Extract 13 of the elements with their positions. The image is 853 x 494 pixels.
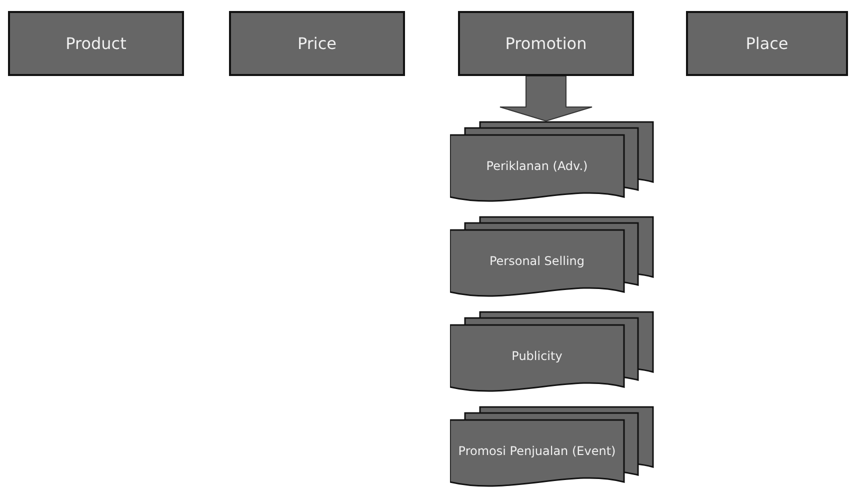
category-label: Product [66,32,126,54]
stack-label: Personal Selling [488,253,586,270]
category-box [229,11,405,76]
stack-label: Periklanan (Adv.) [485,158,589,175]
category-box [686,11,848,76]
block-arrow [500,76,592,122]
category-box [458,11,634,76]
stack-label: Publicity [510,348,564,365]
category-label: Promotion [505,32,587,54]
category-label: Price [297,32,337,54]
category-box [8,11,184,76]
stack-label: Promosi Penjualan (Event) [457,443,617,460]
category-label: Place [746,32,788,54]
